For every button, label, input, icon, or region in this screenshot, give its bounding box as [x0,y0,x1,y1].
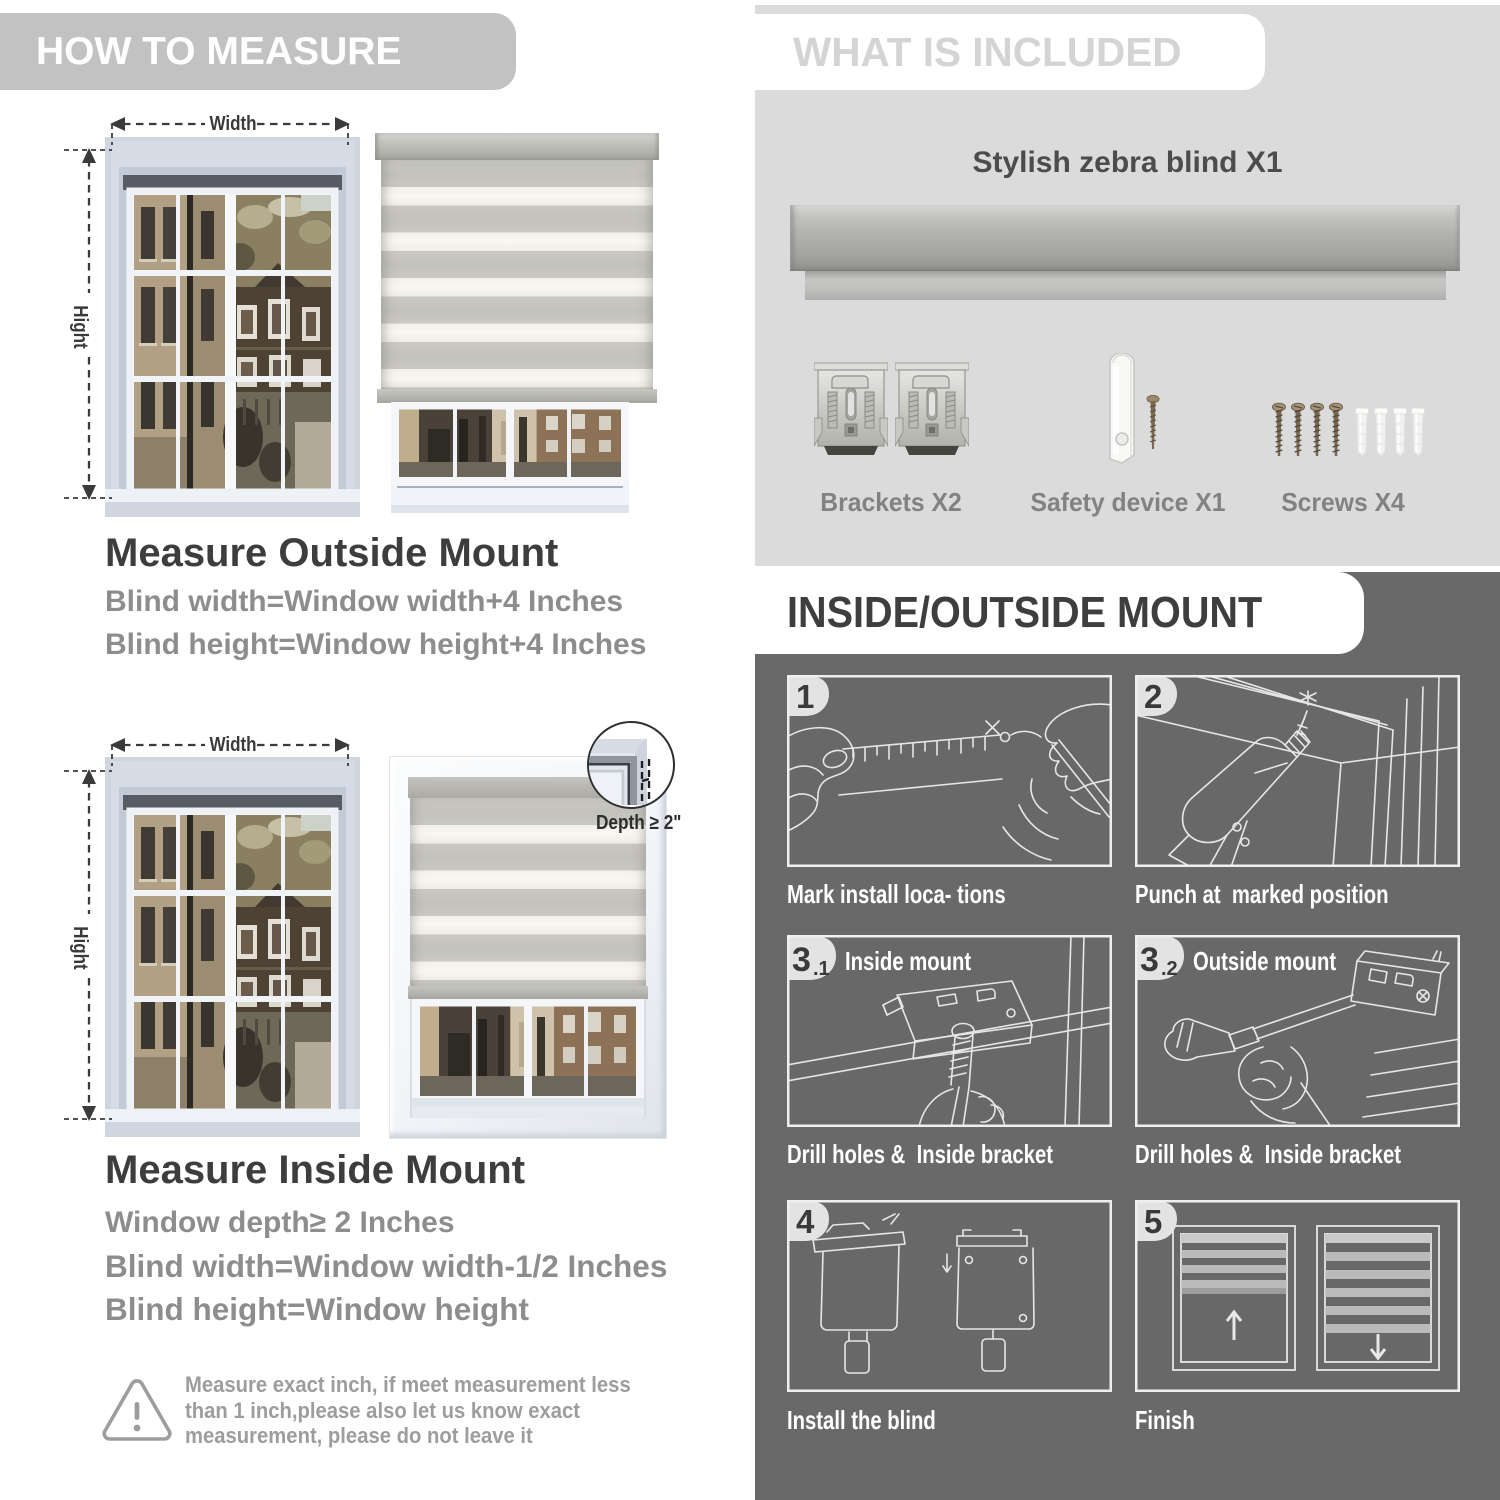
svg-text:2: 2 [1144,678,1162,715]
svg-text:5: 5 [1144,1203,1162,1240]
svg-text:4: 4 [796,1203,815,1240]
svg-text:1: 1 [796,678,814,715]
svg-text:.1: .1 [813,958,830,980]
svg-text:3: 3 [1140,941,1159,979]
svg-text:.2: .2 [1161,958,1178,980]
svg-text:3: 3 [792,941,811,979]
